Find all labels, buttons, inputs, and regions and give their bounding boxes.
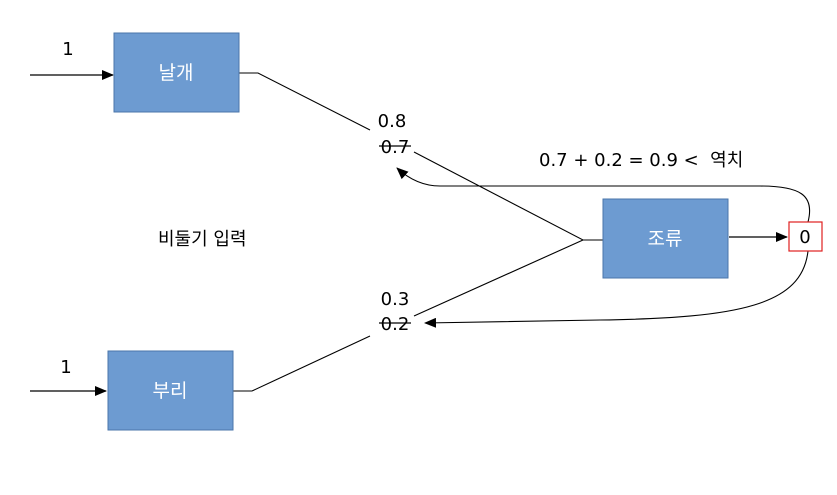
leg-weight-new: 0.3 [381, 289, 410, 310]
input-caption: 비둘기 입력 [158, 229, 247, 250]
output-value: 0 [799, 227, 810, 248]
wing-node: 날개 [113, 32, 240, 113]
leg-node: 부리 [107, 350, 234, 431]
wing-input-value: 1 [62, 39, 73, 60]
wing-node-label: 날개 [159, 62, 194, 84]
leg-input-value: 1 [60, 357, 71, 378]
leg-weight-old: 0.2 [381, 314, 410, 335]
wing-weight-new: 0.8 [378, 111, 407, 132]
threshold-equation: 0.7 + 0.2 = 0.9 < 역치 [539, 150, 743, 171]
wing-connection-line [239, 72, 371, 131]
output-node: 0 [788, 221, 823, 252]
bird-node-label: 조류 [648, 228, 683, 250]
leg-node-label: 부리 [153, 380, 188, 402]
leg-connection-line [233, 335, 371, 392]
feedback-arrow-wing [396, 167, 811, 223]
feedback-arrow-leg [424, 250, 809, 328]
leg-to-bird-line [413, 239, 584, 317]
bird-node: 조류 [602, 198, 729, 279]
wing-weight-old: 0.7 [381, 137, 410, 158]
